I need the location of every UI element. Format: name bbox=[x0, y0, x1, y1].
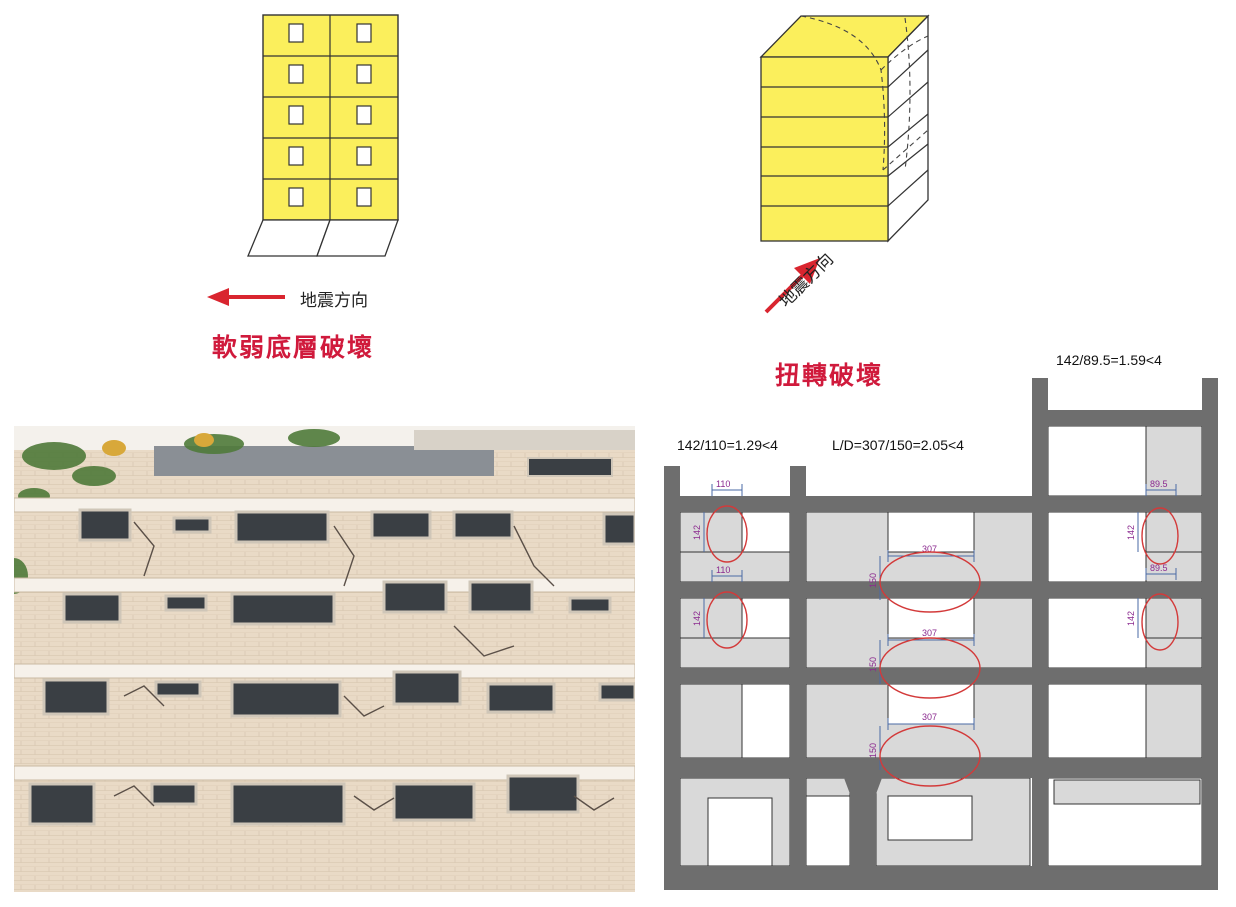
damaged-building-photo bbox=[14, 426, 635, 892]
dim-middle-height-1: 150 bbox=[868, 573, 878, 588]
wall-opening-middle-lower bbox=[879, 725, 981, 787]
short-column-left-lower bbox=[706, 591, 748, 649]
dim-middle-width-1: 307 bbox=[922, 544, 937, 554]
soft-story-direction-label: 地震方向 bbox=[300, 291, 368, 311]
wall-opening-middle-upper bbox=[879, 551, 981, 613]
formula-right: 142/89.5=1.59<4 bbox=[1056, 352, 1162, 368]
building-section-drawing: 110 110 142 142 307 307 307 150 150 150 … bbox=[664, 378, 1218, 890]
short-column-left-upper bbox=[706, 505, 748, 563]
short-column-right-upper bbox=[1141, 507, 1179, 565]
dim-middle-height-2: 150 bbox=[868, 657, 878, 672]
formula-middle: L/D=307/150=2.05<4 bbox=[832, 437, 964, 453]
soft-story-building-diagram bbox=[247, 14, 399, 257]
dim-middle-width-3: 307 bbox=[922, 712, 937, 722]
dim-middle-width-2: 307 bbox=[922, 628, 937, 638]
dim-left-width-top: 110 bbox=[716, 479, 730, 489]
soft-story-title: 軟弱底層破壞 bbox=[212, 333, 375, 362]
torsion-building-diagram bbox=[759, 14, 930, 243]
formula-left: 142/110=1.29<4 bbox=[677, 437, 778, 453]
dim-left-height-mid: 142 bbox=[692, 611, 702, 626]
torsion-direction-arrow bbox=[764, 258, 820, 314]
dim-left-height-top: 142 bbox=[692, 525, 702, 540]
dim-left-width-mid: 110 bbox=[716, 565, 730, 575]
dim-right-height-top: 142 bbox=[1126, 525, 1136, 540]
dim-middle-height-3: 150 bbox=[868, 743, 878, 758]
short-column-right-lower bbox=[1141, 593, 1179, 651]
dim-right-height-mid: 142 bbox=[1126, 611, 1136, 626]
dim-right-width-mid: 89.5 bbox=[1150, 563, 1168, 573]
wall-opening-middle-center bbox=[879, 637, 981, 699]
torsion-title: 扭轉破壞 bbox=[775, 361, 884, 390]
dim-right-width-top: 89.5 bbox=[1150, 479, 1168, 489]
soft-story-direction-arrow bbox=[207, 288, 285, 306]
